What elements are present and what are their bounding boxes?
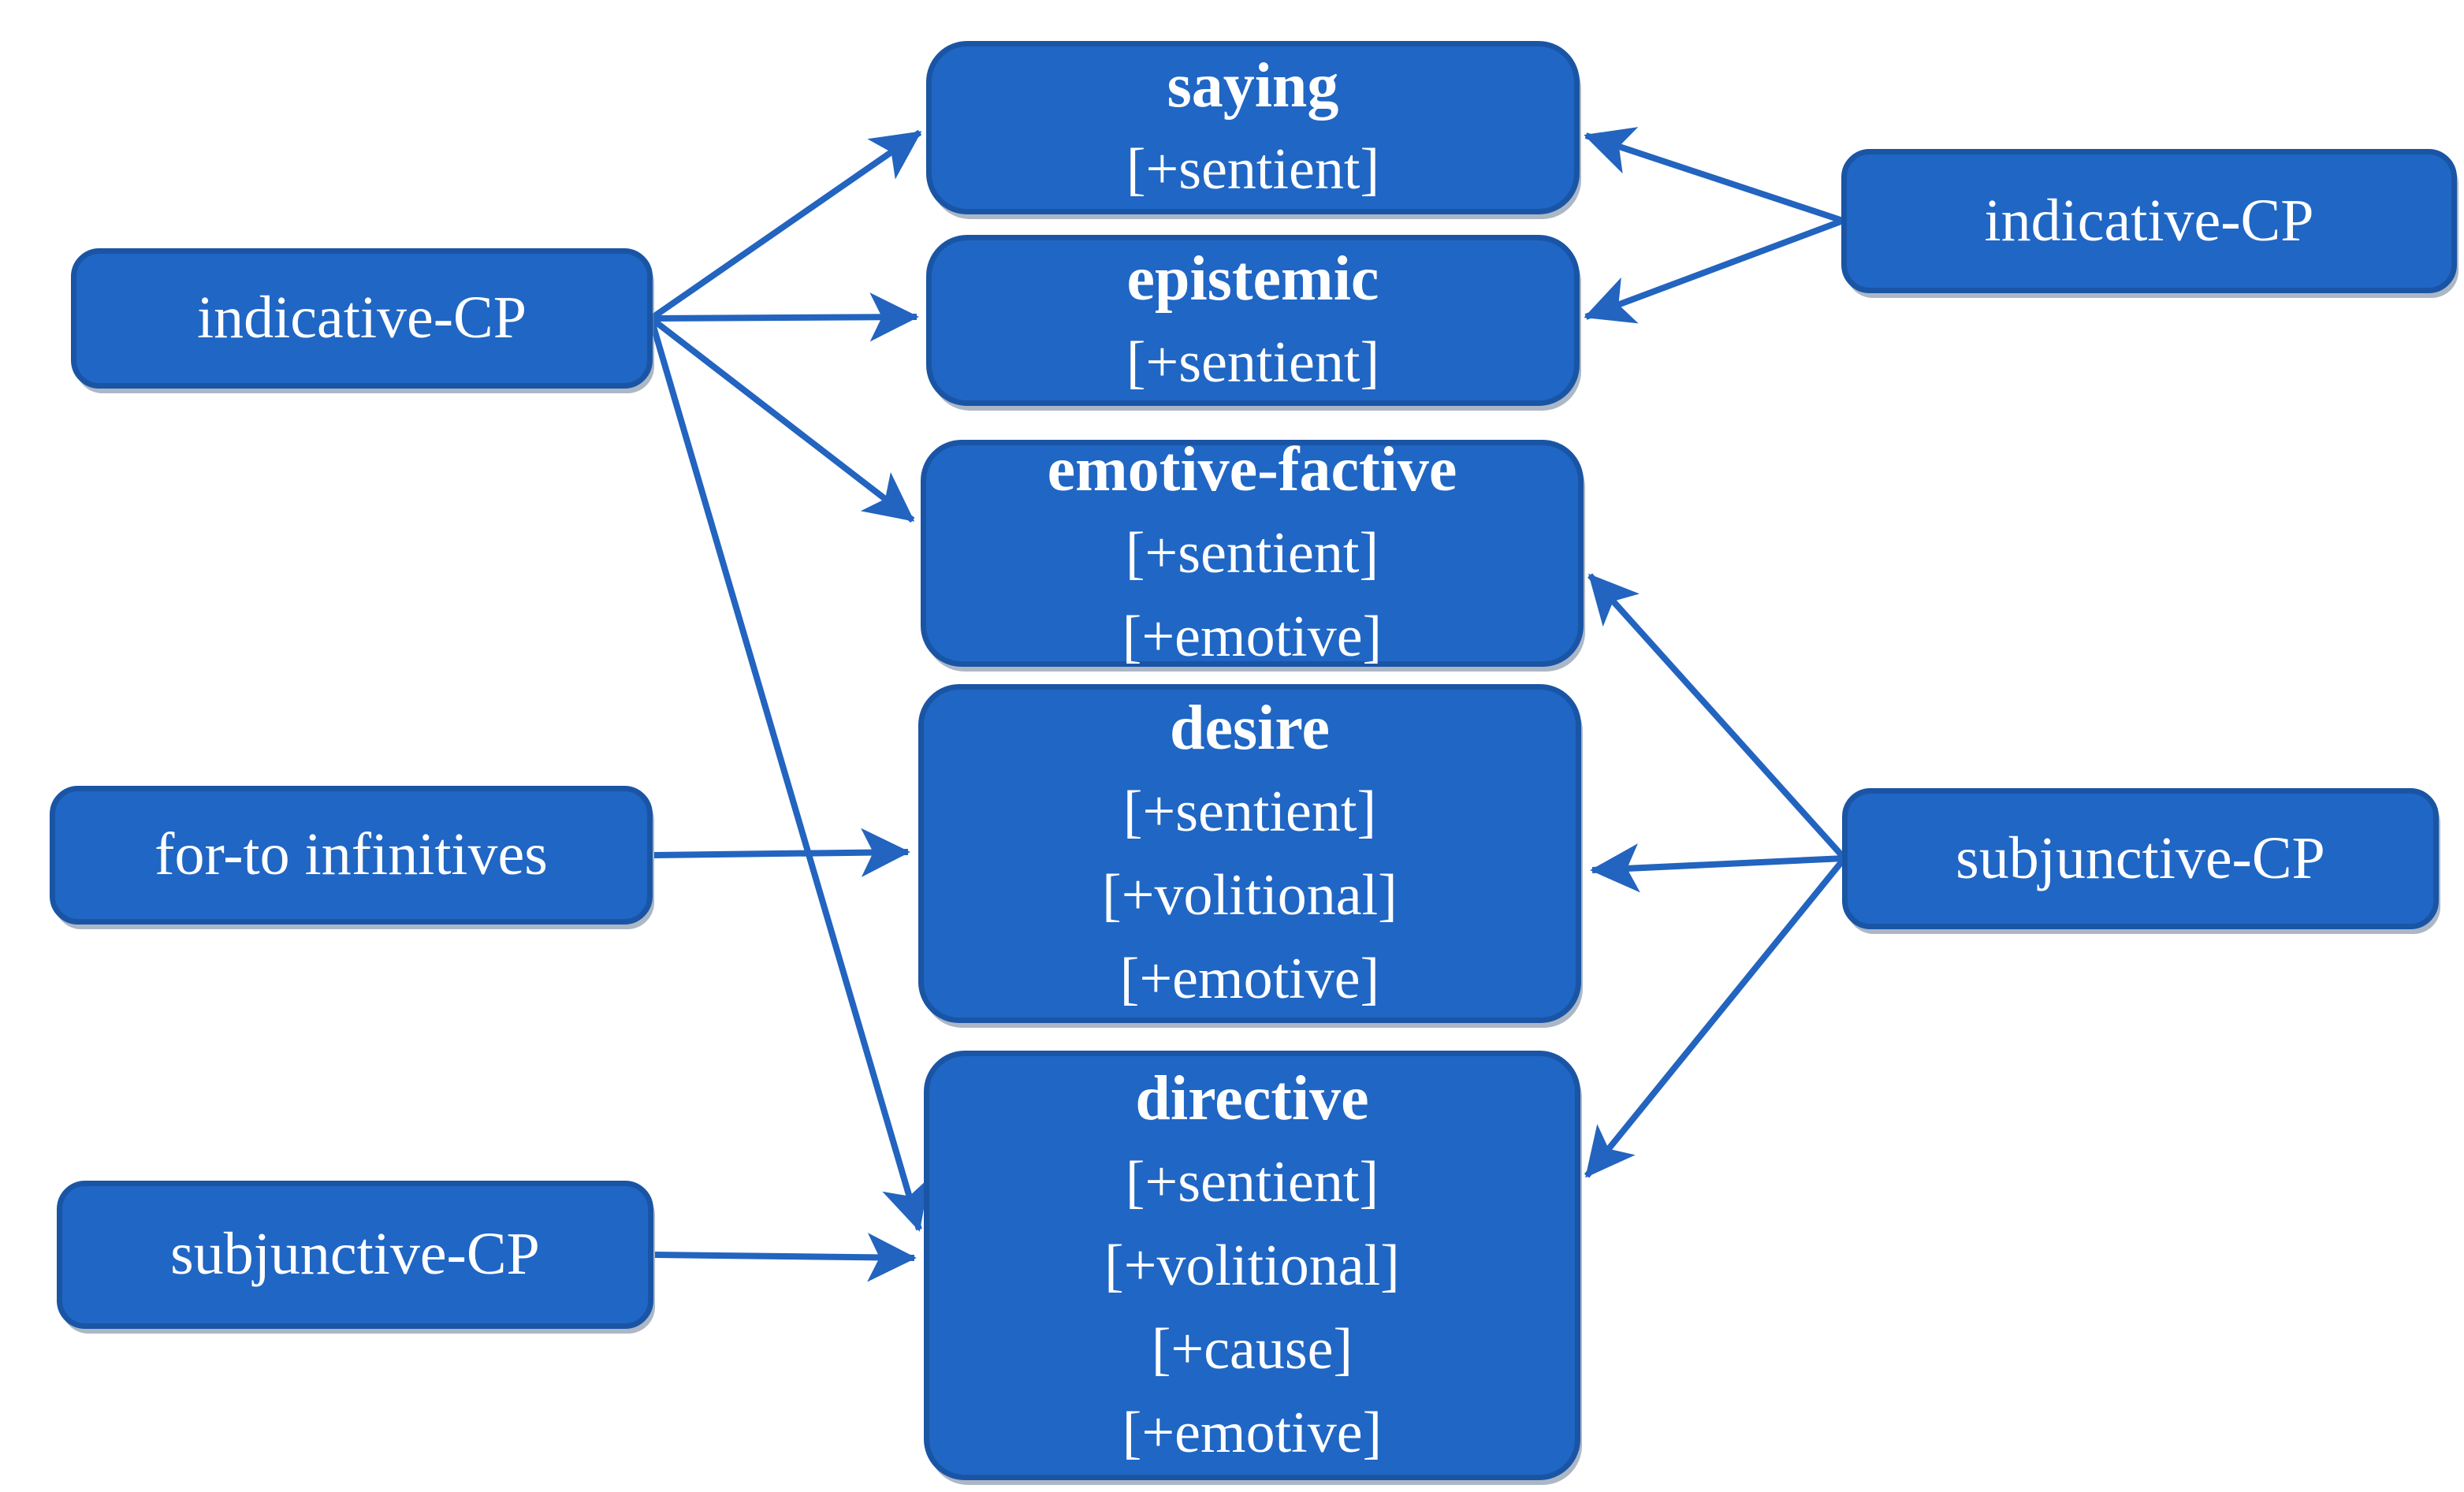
- node-feature: [+sentient]: [1125, 1149, 1379, 1215]
- node-emotive-factive: emotive-factive [+sentient] [+emotive]: [921, 435, 1584, 669]
- node-title: emotive-factive: [1047, 435, 1457, 504]
- node-feature: [+emotive]: [1122, 605, 1383, 669]
- node-label: indicative-CP: [197, 285, 527, 352]
- node-label: subjunctive-CP: [170, 1221, 540, 1288]
- node-title: epistemic: [1126, 244, 1379, 314]
- edge-right-subjunctive-cp-to-emotive-factive: [1587, 573, 1847, 861]
- node-feature: [+emotive]: [1122, 1400, 1383, 1465]
- node-epistemic: epistemic [+sentient]: [926, 235, 1580, 406]
- node-label: subjunctive-CP: [1956, 824, 2325, 891]
- edge-left-indicative-cp-to-emotive-factive: [649, 315, 915, 523]
- node-label: indicative-CP: [1984, 187, 2314, 254]
- node-title: desire: [1170, 694, 1330, 763]
- node-title: saying: [1167, 51, 1339, 121]
- edge-left-subjunctive-cp-to-directive: [654, 1233, 917, 1282]
- node-label: for-to infinitives: [154, 821, 548, 888]
- edge-right-subjunctive-cp-to-directive: [1584, 856, 1848, 1178]
- edge-right-indicative-cp-to-epistemic: [1584, 218, 1844, 324]
- node-right-subjunctive-cp: subjunctive-CP: [1842, 788, 2439, 929]
- node-directive: directive [+sentient] [+volitional] [+ca…: [924, 1051, 1580, 1480]
- node-feature: [+volitional]: [1104, 1233, 1400, 1298]
- node-title: directive: [1135, 1063, 1369, 1133]
- node-feature: [+cause]: [1151, 1316, 1353, 1382]
- node-right-indicative-cp: indicative-CP: [1841, 149, 2457, 293]
- node-feature: [+sentient]: [1126, 329, 1380, 395]
- node-feature: [+sentient]: [1126, 137, 1380, 202]
- edge-left-indicative-cp-to-directive: [648, 317, 930, 1232]
- node-left-indicative-cp: indicative-CP: [71, 248, 653, 389]
- node-left-subjunctive-cp: subjunctive-CP: [57, 1181, 653, 1329]
- edge-for-to-infinitives-to-desire: [653, 828, 910, 877]
- node-feature: [+sentient]: [1122, 779, 1377, 844]
- node-for-to-infinitives: for-to infinitives: [50, 786, 653, 925]
- edge-right-subjunctive-cp-to-desire: [1590, 843, 1845, 893]
- edge-right-indicative-cp-to-saying: [1584, 127, 1844, 224]
- node-feature: [+emotive]: [1119, 947, 1380, 1011]
- edge-left-indicative-cp-to-saying: [649, 129, 922, 322]
- node-desire: desire [+sentient] [+volitional] [+emoti…: [918, 684, 1581, 1023]
- edge-left-indicative-cp-to-epistemic: [650, 292, 919, 342]
- node-feature: [+volitional]: [1102, 863, 1398, 928]
- node-saying: saying [+sentient]: [926, 41, 1580, 214]
- node-feature: [+sentient]: [1125, 521, 1379, 586]
